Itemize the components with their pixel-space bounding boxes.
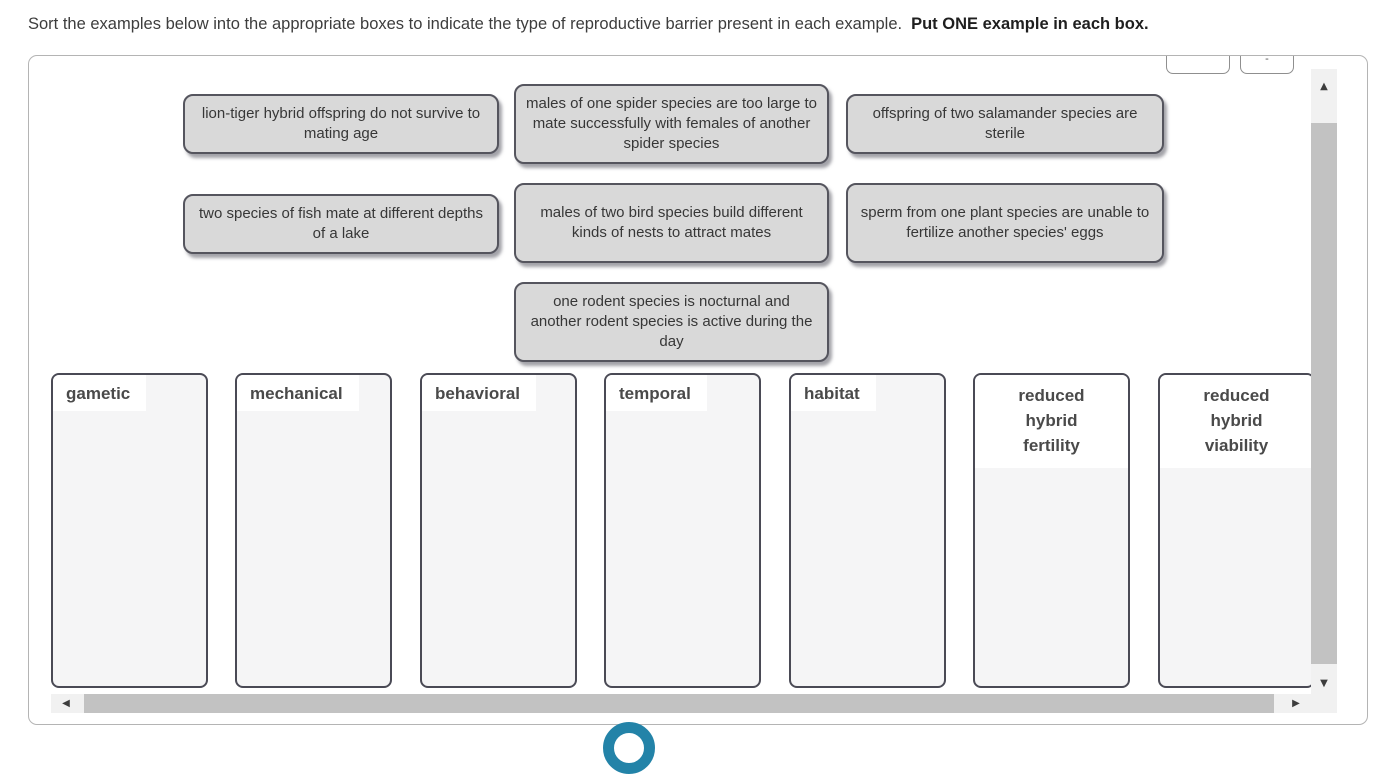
vertical-scrollbar[interactable]: ▲ ▼ — [1311, 69, 1337, 713]
horizontal-scrollbar[interactable]: ◀ ▶ — [51, 694, 1311, 713]
dropzone-behavioral[interactable]: behavioral — [420, 373, 577, 688]
scroll-right-icon[interactable]: ▶ — [1292, 698, 1300, 709]
draggable-card-bird[interactable]: males of two bird species build differen… — [514, 183, 829, 263]
instruction-emphasis: Put ONE example in each box. — [911, 15, 1149, 33]
sorting-activity-panel: - lion-tiger hybrid offspring do not sur… — [28, 55, 1368, 725]
draggable-card-rodent[interactable]: one rodent species is nocturnal and anot… — [514, 282, 829, 362]
dropzone-label: behavioral — [422, 375, 537, 411]
draggable-card-plant-sperm[interactable]: sperm from one plant species are unable … — [846, 183, 1164, 263]
dropzone-label: reduced hybrid viability — [1160, 375, 1313, 468]
instruction-text: Sort the examples below into the appropr… — [28, 14, 1378, 35]
dropzone-label: temporal — [606, 375, 707, 411]
draggable-card-salamander[interactable]: offspring of two salamander species are … — [846, 94, 1164, 154]
vertical-scrollbar-thumb[interactable] — [1311, 123, 1337, 664]
bottom-circle-indicator[interactable] — [603, 722, 655, 774]
dropzone-label: mechanical — [237, 375, 359, 411]
dropzone-habitat[interactable]: habitat — [789, 373, 946, 688]
dropzone-reduced-hybrid-fertility[interactable]: reduced hybrid fertility — [973, 373, 1130, 688]
horizontal-scrollbar-thumb[interactable] — [84, 694, 1274, 713]
dropzone-reduced-hybrid-viability[interactable]: reduced hybrid viability — [1158, 373, 1315, 688]
dropzone-temporal[interactable]: temporal — [604, 373, 761, 688]
dropzone-mechanical[interactable]: mechanical — [235, 373, 392, 688]
draggable-card-lion-tiger[interactable]: lion-tiger hybrid offspring do not survi… — [183, 94, 499, 154]
dropzone-label: habitat — [791, 375, 876, 411]
scroll-up-icon[interactable]: ▲ — [1320, 81, 1328, 92]
panel-top-button-2[interactable]: - — [1240, 56, 1294, 74]
dropzone-label: reduced hybrid fertility — [975, 375, 1128, 468]
panel-top-button-1[interactable] — [1166, 56, 1230, 74]
scroll-left-icon[interactable]: ◀ — [62, 698, 70, 709]
dropzone-gametic[interactable]: gametic — [51, 373, 208, 688]
draggable-card-fish[interactable]: two species of fish mate at different de… — [183, 194, 499, 254]
scroll-down-icon[interactable]: ▼ — [1320, 678, 1328, 689]
draggable-card-spider[interactable]: males of one spider species are too larg… — [514, 84, 829, 164]
dropzone-label: gametic — [53, 375, 147, 411]
instruction-normal: Sort the examples below into the appropr… — [28, 15, 903, 33]
